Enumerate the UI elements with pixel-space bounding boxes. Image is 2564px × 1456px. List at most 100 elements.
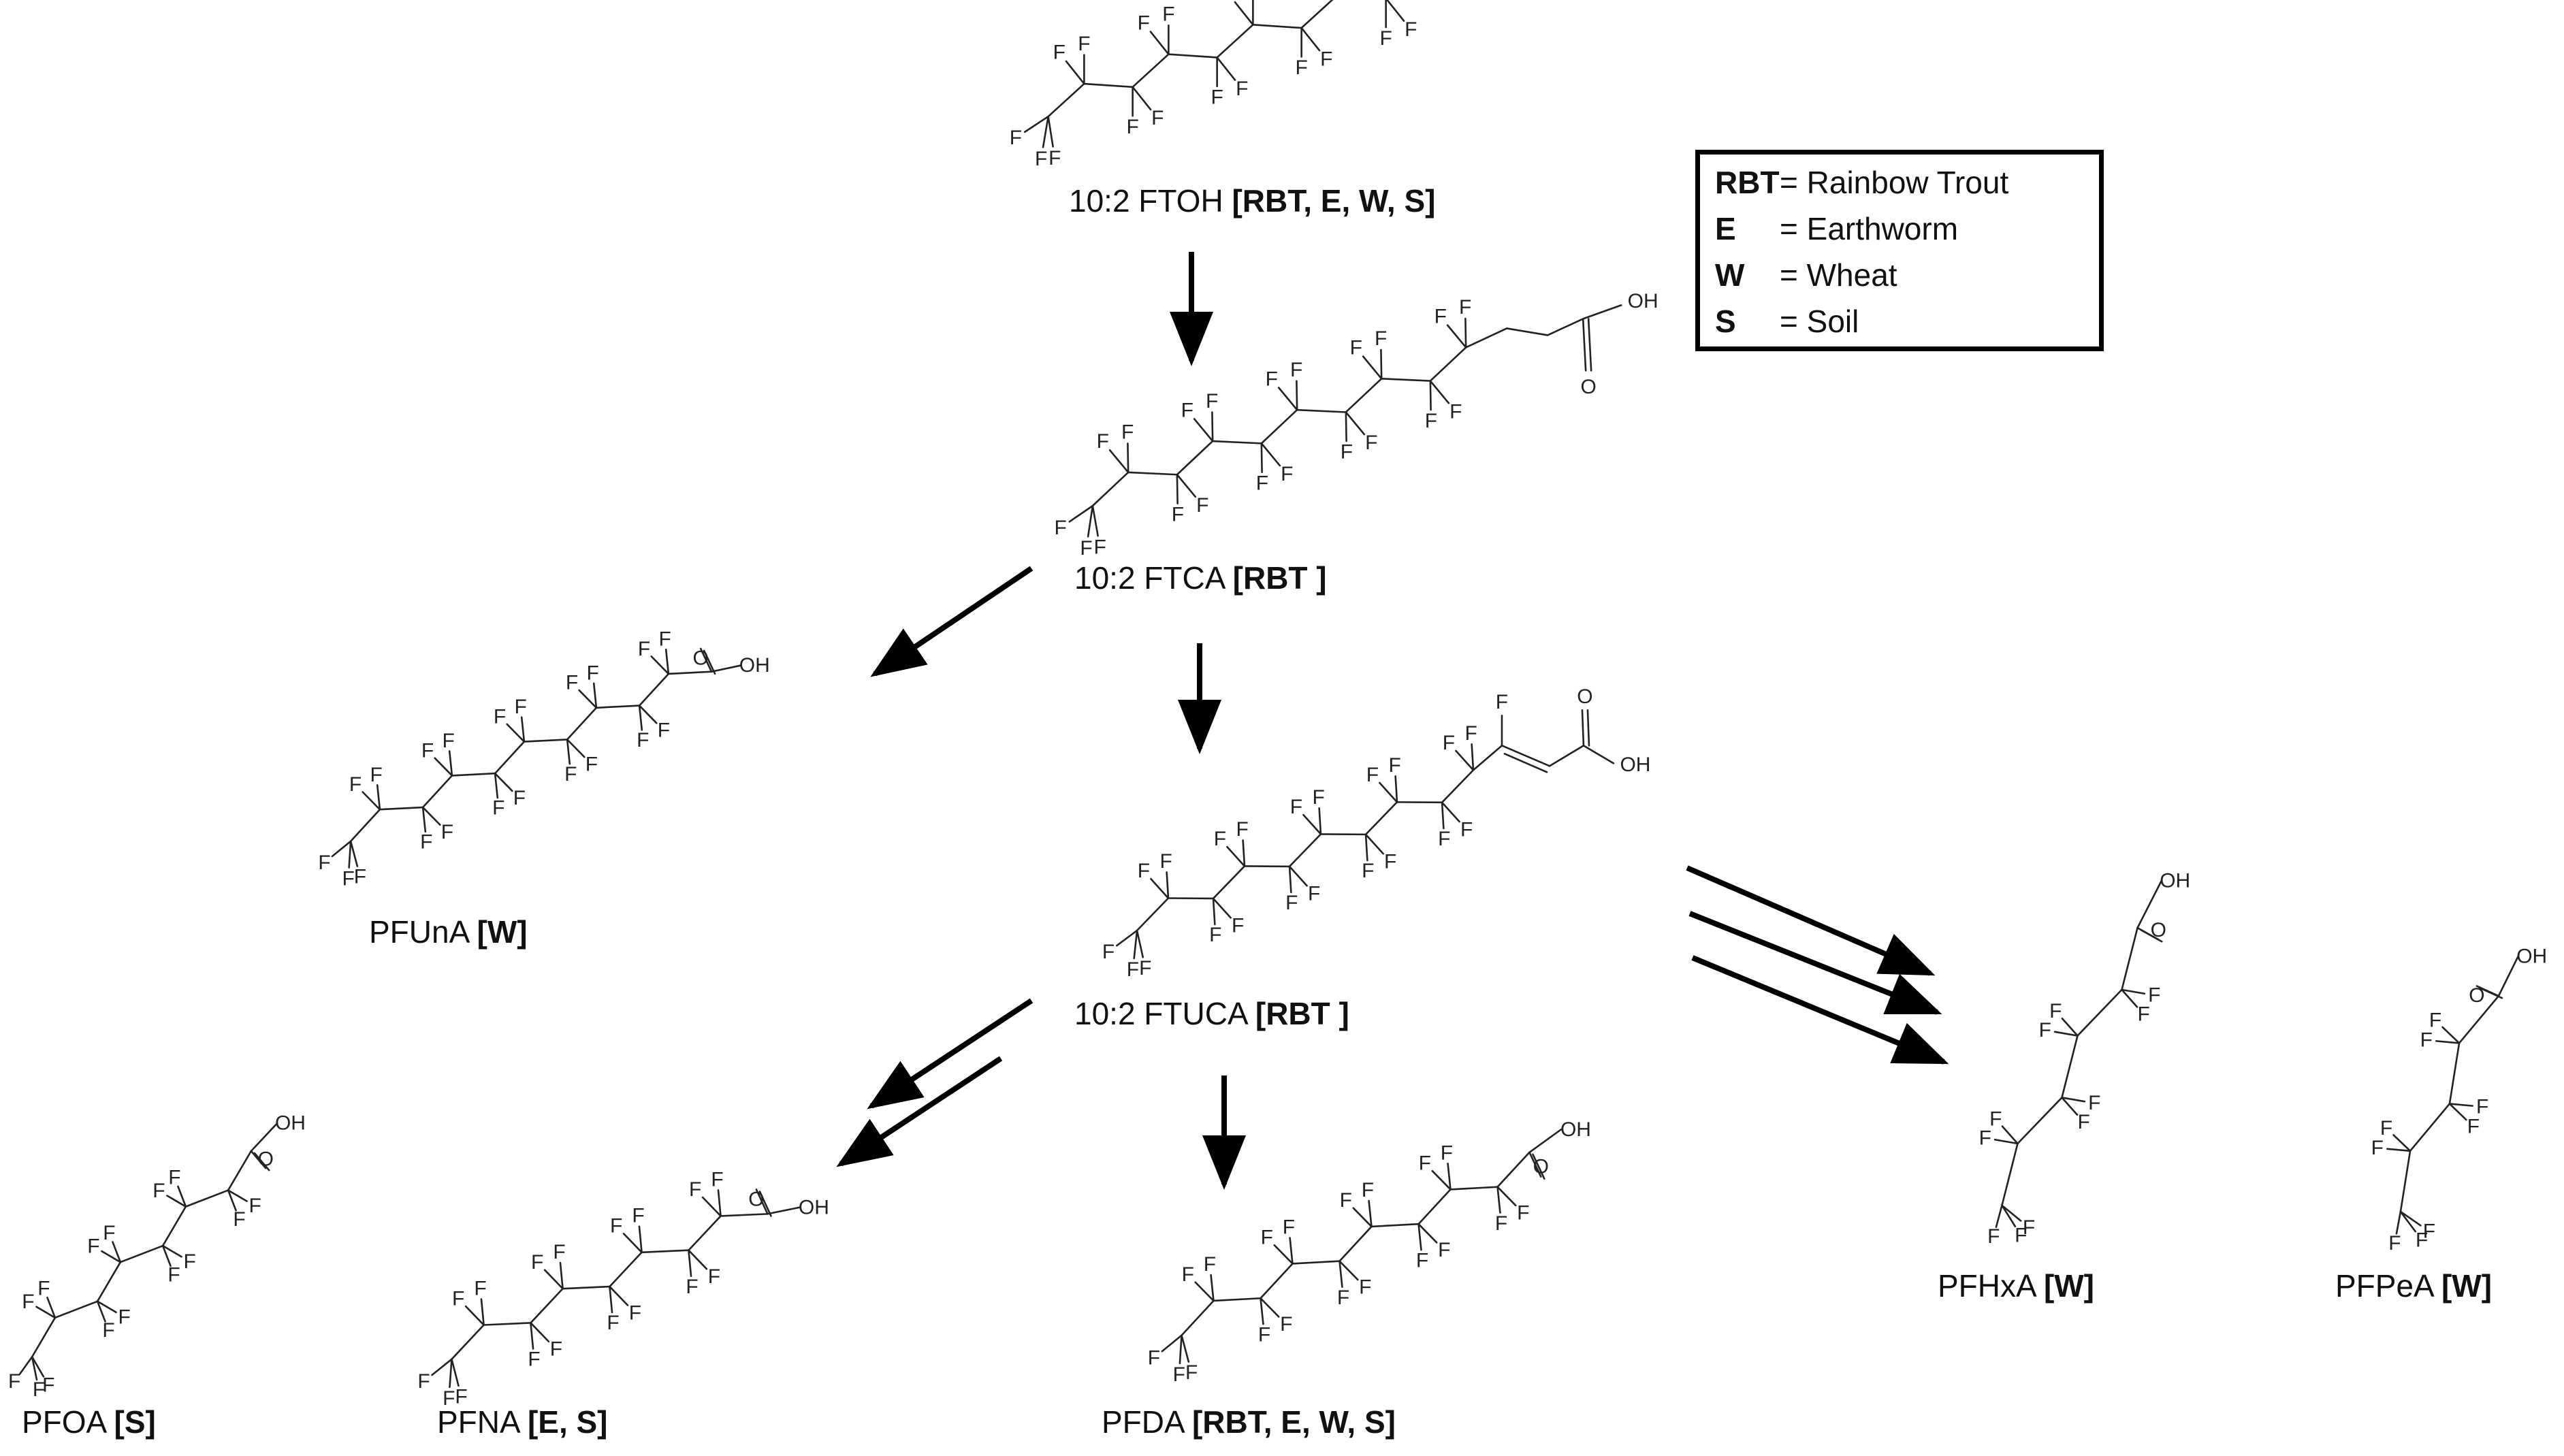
pfna-cf-bond — [559, 1261, 564, 1290]
ftoh-fluorine-atom: F — [1078, 33, 1090, 55]
pfoa-cc-bond — [31, 1316, 57, 1358]
ftuca-fluorine-atom: F — [1209, 924, 1221, 946]
ftoh-cf-bond — [1149, 31, 1170, 55]
pfuna-cf-bond — [421, 806, 441, 826]
pfoa-fluorine-atom: F — [33, 1378, 45, 1401]
pfna-cf-bond — [688, 1249, 708, 1270]
pfda-fluorine-atom: F — [1337, 1287, 1349, 1309]
pfpea-cc-bond — [2409, 1103, 2451, 1152]
ftca-ch2-bond — [1505, 327, 1549, 336]
caption-pfhxa: PFHxA [W] — [1938, 1270, 2094, 1301]
pfoa-cf-bond — [112, 1241, 122, 1263]
pfuna-cf-bond — [494, 772, 499, 799]
pfhxa-cc-bond — [2061, 1035, 2079, 1099]
ftuca-fluorine-atom: F — [1214, 828, 1226, 850]
pfda-fluorine-atom: F — [1261, 1227, 1273, 1249]
pfoa-cf-bond — [227, 1189, 248, 1202]
pfoa-fluorine-atom: F — [249, 1195, 261, 1217]
arrow-ftuca-to-pfhxa — [1686, 865, 1936, 976]
ftuca-cf-bond — [1318, 807, 1322, 835]
pfpea-coh-bond — [2497, 955, 2520, 997]
ftuca-fluorine-atom: F — [1102, 941, 1115, 963]
caption-10-2-ftuca: 10:2 FTUCA [RBT ] — [1074, 998, 1349, 1029]
pfna-oxygen-atom: O — [748, 1188, 764, 1211]
pfoa-fluorine-atom: F — [22, 1291, 34, 1313]
ftca-cf-bond — [1068, 504, 1094, 523]
pfna-fluorine-atom: F — [610, 1215, 622, 1237]
ftoh-cf-bond — [1385, 0, 1405, 22]
ftca-cc-bond — [1260, 408, 1298, 444]
pfda-cf-bond — [1417, 1223, 1422, 1251]
ftca-fluorine-atom: F — [1425, 410, 1437, 432]
pfoa-fluorine-atom: F — [153, 1180, 165, 1202]
legend-row-rbt: RBT= Rainbow Trout — [1715, 167, 2008, 198]
ftuca-fluorine-atom: F — [1236, 818, 1249, 841]
pfuna-cf-bond — [650, 655, 670, 675]
pfuna-fluorine-atom: F — [586, 662, 598, 684]
pfda-cf-bond — [1368, 1199, 1373, 1228]
compound-tag: [W] — [477, 914, 528, 950]
legend-row-w: W= Wheat — [1715, 259, 1897, 291]
ftuca-oxygen-atom: O — [1577, 685, 1592, 708]
ftca-fluorine-atom: F — [1196, 494, 1208, 517]
ftuca-fluorine-atom: F — [1366, 764, 1379, 786]
ftoh-cc-bond — [1252, 23, 1302, 29]
pfhxa-fluorine-atom: F — [1987, 1225, 2000, 1248]
pfpea-fluorine-atom: F — [2420, 1029, 2433, 1052]
ftoh-cf-bond — [1023, 115, 1049, 133]
caption-pfuna: PFUnA [W] — [369, 916, 528, 948]
pfda-fluorine-atom: F — [1204, 1253, 1216, 1276]
pfuna-fluorine-atom: F — [318, 852, 330, 874]
pfuna-hydroxyl-atom: OH — [739, 654, 770, 677]
pfna-fluorine-atom: F — [550, 1338, 562, 1361]
ftoh-cf-bond — [1042, 115, 1049, 148]
pfpea-cf-bond — [2392, 1134, 2411, 1152]
pfpea-fluorine-atom: F — [2380, 1117, 2392, 1139]
ftoh-fluorine-atom: F — [1010, 127, 1022, 149]
pfda-fluorine-atom: F — [1283, 1216, 1295, 1238]
pfoa-cc-bond — [185, 1189, 229, 1208]
pfhxa-cf-bond — [2001, 1204, 2022, 1222]
pfna-fluorine-atom: F — [629, 1301, 641, 1324]
pfna-fluorine-atom: F — [528, 1348, 540, 1371]
pfoa-cf-bond — [96, 1300, 106, 1323]
ftca-cc-bond — [1127, 471, 1179, 476]
ftoh-cc-bond — [1216, 23, 1254, 59]
pfhxa-cf-bond — [2061, 1097, 2079, 1116]
pfna-fluorine-atom: F — [452, 1287, 464, 1310]
ftca-cc-bond — [1176, 440, 1214, 476]
ftuca-cf-bond — [1379, 781, 1398, 803]
pfuna-cf-bond — [448, 750, 453, 777]
ftca-cf-bond — [1277, 387, 1298, 411]
ftca-fluorine-atom: F — [1290, 359, 1302, 381]
pfoa-hydroxyl-atom: OH — [275, 1112, 306, 1134]
pfda-cc-bond — [1213, 1297, 1262, 1302]
pfhxa-cc-bond — [2017, 1097, 2063, 1145]
pfuna-cf-bond — [348, 840, 352, 869]
pfuna-fluorine-atom: F — [566, 672, 578, 694]
pfna-fluorine-atom: F — [455, 1385, 467, 1408]
pfda-cc-bond — [1449, 1186, 1499, 1191]
pfda-fluorine-atom: F — [1441, 1142, 1453, 1164]
pfuna-cc-bond — [667, 670, 713, 675]
ftuca-cf-bond — [1455, 749, 1475, 771]
pfhxa-fluorine-atom: F — [2039, 1019, 2051, 1041]
ftoh-fluorine-atom: F — [1295, 56, 1307, 79]
legend-abbr: RBT — [1715, 165, 1780, 200]
pfda-cf-bond — [1496, 1186, 1501, 1214]
pfuna-fluorine-atom: F — [638, 638, 650, 660]
pfna-cf-bond — [543, 1269, 564, 1290]
pfuna-cf-bond — [520, 716, 526, 743]
ftoh-fluorine-atom: F — [1035, 148, 1047, 170]
pfuna-oxygen-atom: O — [693, 647, 709, 670]
ftoh-cc-bond — [1300, 0, 1334, 29]
pfuna-cc-bond — [566, 707, 598, 741]
ftca-cf-bond — [1429, 380, 1432, 411]
pfda-fluorine-atom: F — [1182, 1263, 1194, 1286]
pfna-cc-bond — [641, 1249, 690, 1254]
pfda-cf-bond — [1210, 1274, 1215, 1302]
ftuca-fluorine-atom: F — [1139, 957, 1151, 980]
pfhxa-coh-bond — [2136, 879, 2163, 929]
pfhxa-cf-bond — [2061, 1017, 2079, 1037]
ftca-cf-bond — [1176, 473, 1179, 504]
